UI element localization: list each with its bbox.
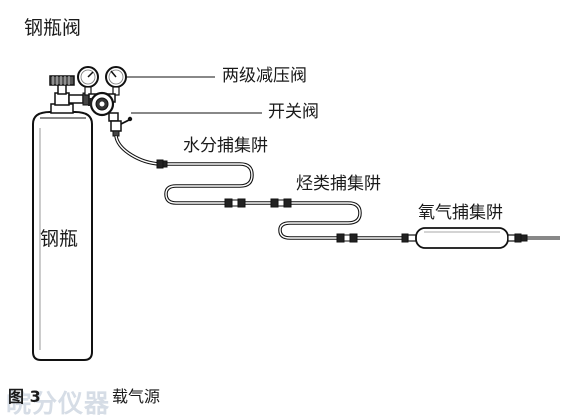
oxygen-trap-canister xyxy=(407,227,516,249)
cylinder-label: 钢瓶 xyxy=(40,228,79,250)
two-stage-regulator xyxy=(77,66,127,117)
gas-tubing xyxy=(114,135,560,240)
two-stage-regulator-label: 两级减压阀 xyxy=(222,66,307,86)
diagram-canvas xyxy=(32,66,560,361)
on-off-valve-label: 开关阀 xyxy=(268,102,319,122)
cylinder-valve-label: 钢瓶阀 xyxy=(24,17,82,39)
cylinder-valve xyxy=(49,75,90,106)
hydrocarbon-trap-label: 烃类捕集阱 xyxy=(296,174,381,194)
figure-number: 图 3 xyxy=(8,387,41,406)
leader-lines xyxy=(127,76,262,114)
carrier-gas-diagram: 钢瓶阀 两级减压阀 开关阀 水分捕集阱 烃类捕集阱 氧气捕集阱 钢瓶 皖分仪器 … xyxy=(6,17,560,418)
water-trap-label: 水分捕集阱 xyxy=(183,136,268,156)
on-off-valve xyxy=(108,112,133,137)
oxygen-trap-label: 氧气捕集阱 xyxy=(418,203,503,223)
figure-caption: 载气源 xyxy=(112,387,161,406)
gas-cylinder xyxy=(32,103,93,361)
